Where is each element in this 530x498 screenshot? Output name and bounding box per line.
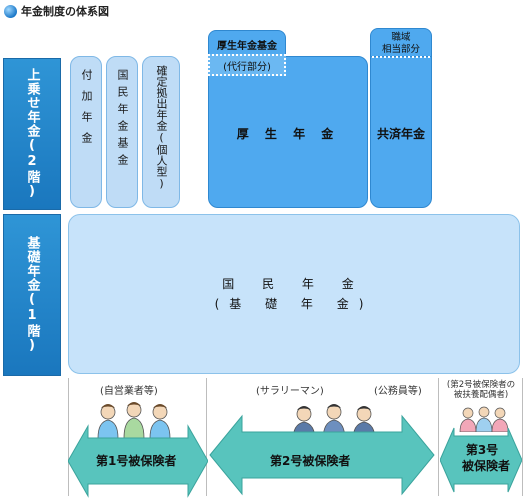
pillar-kokumin-kikin-label: 国民年金基金 (116, 69, 129, 171)
shokuiki-tab: 職域 相当部分 (370, 28, 432, 58)
divider-line (206, 378, 207, 496)
arrow-group1 (68, 424, 208, 498)
kosei-nenkin-kikin-tab: 厚生年金基金 (208, 30, 286, 56)
kyosai-nenkin-label: 共済年金 (376, 127, 425, 141)
shokuiki-divider (372, 56, 430, 58)
kyosai-nenkin-block: 共済年金 (370, 56, 432, 208)
side-label-upper-text: 上乗せ年金(2階) (24, 68, 40, 200)
side-label-lower: 基礎年金(1階) (3, 214, 61, 376)
divider-line (438, 378, 439, 496)
pillar-kakutei-kyoshutsu: 確定拠出年金(個人型) (142, 56, 180, 208)
bullet-icon (4, 4, 17, 18)
group2b-sublabel: (公務員等) (374, 386, 422, 397)
shokuiki-line2: 相当部分 (381, 44, 420, 55)
kokumin-nenkin-block: 国 民 年 金 (基 礎 年 金) (68, 214, 520, 374)
side-label-lower-text: 基礎年金(1階) (24, 236, 40, 354)
title-text: 年金制度の体系図 (21, 5, 109, 18)
arrow-group3-line2: 被保険者 (462, 459, 511, 473)
daiko-bubun-box: (代行部分) (208, 54, 286, 76)
kokumin-nenkin-label: 国 民 年 金 (222, 277, 366, 291)
side-label-upper: 上乗せ年金(2階) (3, 58, 61, 210)
shokuiki-line1: 職域 (391, 32, 411, 43)
pillar-kakutei-label: 確定拠出年金(個人型) (155, 65, 168, 190)
group2-sublabel: (サラリーマン) (256, 386, 324, 397)
group3-sublabel: (第2号被保険者の 被扶養配偶者) (440, 380, 522, 400)
arrow-group2-label: 第2号被保険者 (270, 454, 351, 468)
arrow-group1-label: 第1号被保険者 (96, 454, 177, 468)
arrow-group3 (440, 427, 522, 493)
kosei-nenkin-kikin-label: 厚生年金基金 (217, 41, 277, 52)
diagram-title: 年金制度の体系図 (4, 3, 109, 19)
divider-line (68, 378, 69, 496)
group3-sublabel-line2: 被扶養配偶者) (453, 390, 509, 400)
group3-sublabel-line1: (第2号被保険者の (446, 380, 516, 390)
kosei-nenkin-block: 厚 生 年 金 (208, 56, 368, 208)
kiso-nenkin-label: (基 礎 年 金) (214, 297, 374, 311)
people-group3-icon (459, 406, 509, 432)
people-group1-icon (97, 402, 171, 438)
divider-line (522, 378, 523, 496)
kosei-nenkin-label: 厚 生 年 金 (236, 127, 340, 141)
arrow-group3-line1: 第3号 (465, 443, 499, 457)
arrow-group2 (209, 414, 435, 496)
pillar-kokumin-kikin: 国民年金基金 (106, 56, 138, 208)
daiko-bubun-label: (代行部分) (223, 61, 271, 73)
pillar-fuka-nenkin: 付加年金 (70, 56, 102, 208)
pillar-fuka-label: 付加年金 (80, 69, 93, 153)
group1-sublabel: (自営業者等) (100, 386, 158, 397)
arrow-group3-label: 第3号 被保険者 (462, 442, 511, 474)
